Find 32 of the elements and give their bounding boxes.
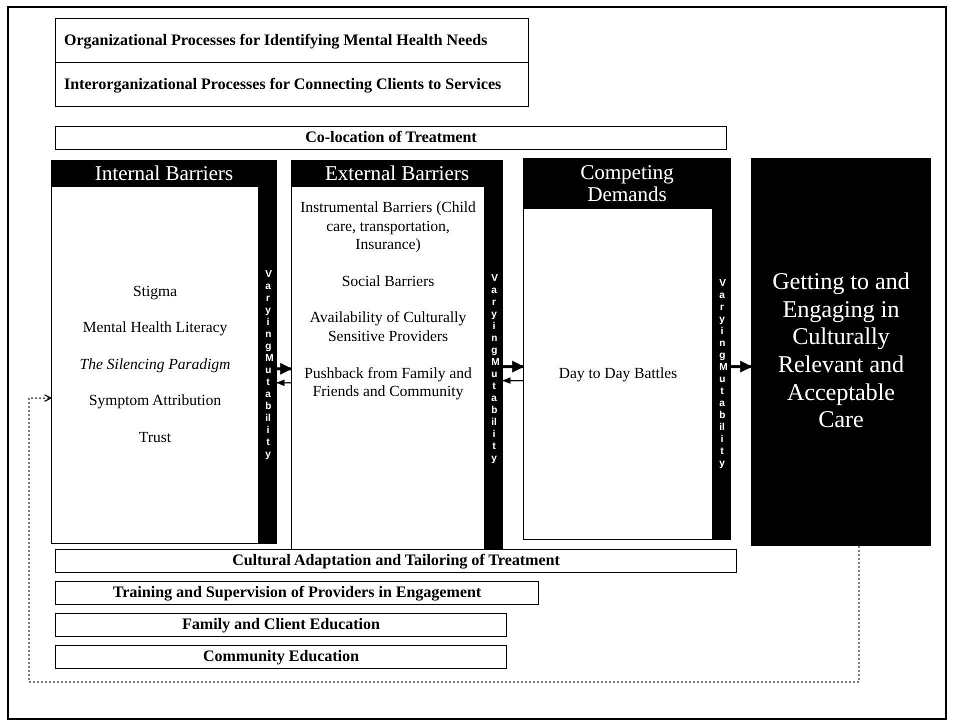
- barrier-item: Mental Health Literacy: [82, 319, 228, 338]
- barrier-item: Availability of Culturally Sensitive Providers: [308, 309, 468, 347]
- barrier-item: Symptom Attribution: [88, 392, 222, 411]
- arrow: [503, 360, 524, 373]
- process-box: Training and Supervision of Providers in Engagement: [55, 581, 539, 605]
- band-label: Varying Mutability: [491, 273, 497, 465]
- band-label: Varying Mutability: [265, 269, 271, 461]
- outcome-box: [751, 158, 931, 546]
- band-label: Varying Mutability: [719, 278, 725, 470]
- barrier-item: Instrumental Barriers (Child care, transportation, Insurance): [299, 199, 477, 255]
- process-box: Organizational Processes for Identifying Mental Health Needs: [55, 18, 529, 63]
- outcome-text: Getting to and Engaging in Culturally Relevant and Acceptable Care: [771, 269, 911, 435]
- barrier-item: Pushback from Family and Friends and Community: [303, 364, 473, 402]
- barrier-panel: [523, 158, 731, 540]
- panel-heading: Competing Demands: [579, 160, 675, 206]
- barrier-item: The Silencing Paradigm: [80, 356, 230, 374]
- arrow: [731, 360, 752, 373]
- barrier-item: Day to Day Battles: [558, 364, 678, 384]
- process-box: Interorganizational Processes for Connecting Clients to Services: [55, 62, 529, 107]
- process-box: Family and Client Education: [55, 613, 507, 637]
- barrier-item: Trust: [138, 428, 172, 448]
- arrow: [276, 379, 291, 386]
- panel-heading: Internal Barriers: [94, 162, 234, 184]
- arrow: [502, 377, 523, 384]
- process-box: Community Education: [55, 645, 507, 669]
- panel-heading: External Barriers: [324, 162, 470, 184]
- process-box: Cultural Adaptation and Tailoring of Treatment: [55, 549, 737, 573]
- arrow: [277, 362, 292, 375]
- barrier-item: Social Barriers: [342, 272, 434, 292]
- feedback-arrow: [28, 394, 860, 682]
- barrier-item: Stigma: [133, 282, 177, 302]
- process-box: Co-location of Treatment: [55, 126, 727, 150]
